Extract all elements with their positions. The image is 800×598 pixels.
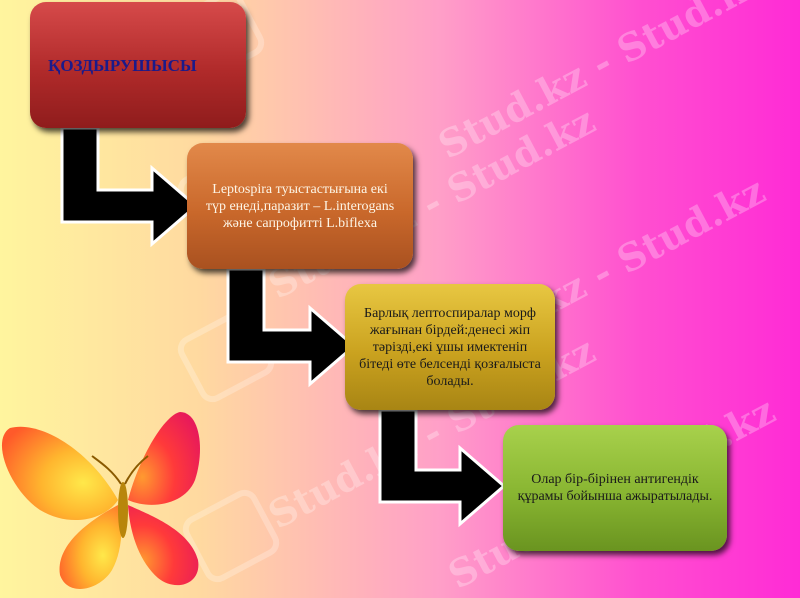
step-box-1: ҚОЗДЫРУШЫСЫ (30, 2, 246, 128)
step-text-3: Барлық лептоспиралар морф жағынан бірдей… (359, 305, 541, 389)
step-text-4: Олар бір-бірінен антигендік құрамы бойын… (517, 472, 713, 504)
bent-arrow-icon (226, 267, 357, 388)
step-box-4: Олар бір-бірінен антигендік құрамы бойын… (503, 425, 727, 551)
step-text-1: ҚОЗДЫРУШЫСЫ (48, 55, 197, 75)
step-box-2: Leptospira туыстастығына екі түр енеді,п… (187, 143, 413, 269)
bent-arrow-icon (378, 408, 507, 528)
step-box-3: Барлық лептоспиралар морф жағынан бірдей… (345, 284, 555, 410)
bent-arrow-icon (60, 126, 199, 248)
step-text-2: Leptospira туыстастығына екі түр енеді,п… (205, 181, 395, 231)
